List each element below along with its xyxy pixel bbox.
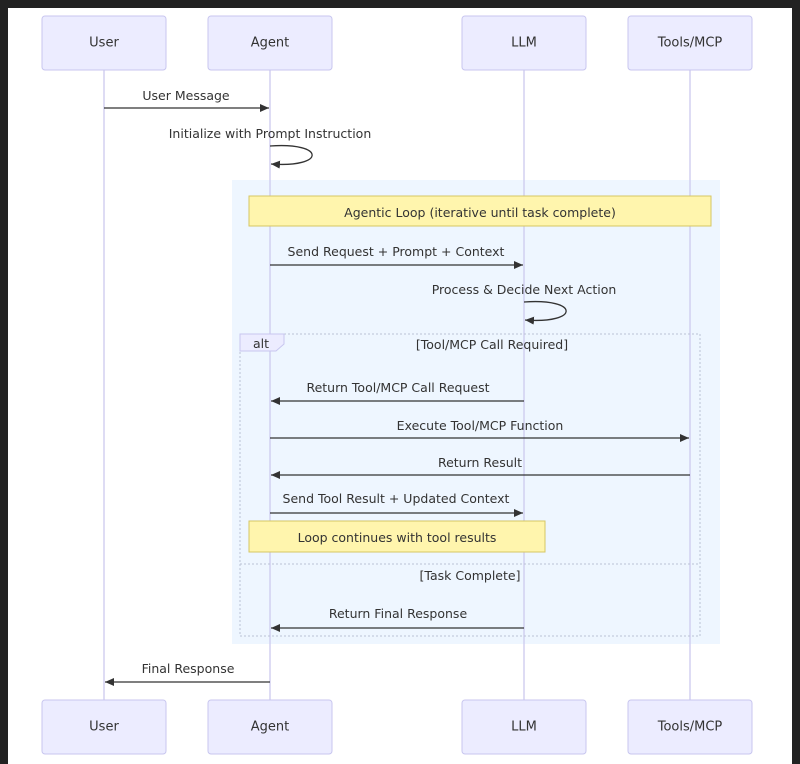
message-return-tool-call-label: Return Tool/MCP Call Request — [306, 380, 489, 395]
actor-agent-bottom: Agent — [207, 699, 333, 755]
note-agentic-loop-text: Agentic Loop (iterative until task compl… — [344, 205, 616, 220]
actor-tools-bottom: Tools/MCP — [627, 699, 753, 755]
actor-llm-top: LLM — [461, 15, 587, 71]
message-return-final-label: Return Final Response — [329, 606, 468, 621]
actor-tools-label-bottom: Tools/MCP — [657, 720, 723, 735]
actor-agent-label-bottom: Agent — [251, 720, 289, 735]
actor-user-label: User — [89, 36, 119, 51]
actor-user-label-bottom: User — [89, 720, 119, 735]
message-final-response-label: Final Response — [142, 661, 235, 676]
alt-label: alt — [253, 336, 269, 351]
actor-llm-label-bottom: LLM — [511, 720, 537, 735]
message-process-decide-label: Process & Decide Next Action — [432, 282, 617, 297]
actor-llm-label: LLM — [511, 36, 537, 51]
alt-condition-task-complete: [Task Complete] — [420, 568, 521, 583]
note-loop-continues-text: Loop continues with tool results — [298, 530, 497, 545]
note-agentic-loop — [248, 195, 712, 227]
message-user-message-label: User Message — [142, 88, 230, 103]
message-init-prompt-label: Initialize with Prompt Instruction — [169, 126, 372, 141]
alt-tab — [239, 333, 285, 352]
actor-llm-bottom: LLM — [461, 699, 587, 755]
sequence-diagram: User Agent LLM Tools/MCP User Message In… — [41, 15, 753, 755]
actor-user-bottom: User — [41, 699, 167, 755]
actor-user-top: User — [41, 15, 167, 71]
message-return-result-label: Return Result — [438, 455, 522, 470]
message-send-request-label: Send Request + Prompt + Context — [288, 244, 505, 259]
alt-condition-tool-call: [Tool/MCP Call Required] — [416, 337, 568, 352]
loop-region — [232, 180, 720, 644]
message-process-decide-arrow — [523, 300, 567, 325]
actor-tools-top: Tools/MCP — [627, 15, 753, 71]
message-execute-tool-label: Execute Tool/MCP Function — [397, 418, 564, 433]
message-init-prompt-arrow — [269, 144, 313, 169]
alt-frame — [239, 333, 701, 637]
actor-agent-label: Agent — [251, 36, 289, 51]
note-loop-continues — [248, 520, 546, 553]
message-send-tool-result-label: Send Tool Result + Updated Context — [283, 491, 510, 506]
actor-agent-top: Agent — [207, 15, 333, 71]
diagram-canvas: User Agent LLM Tools/MCP User Message In… — [8, 8, 792, 764]
actor-tools-label: Tools/MCP — [657, 36, 723, 51]
